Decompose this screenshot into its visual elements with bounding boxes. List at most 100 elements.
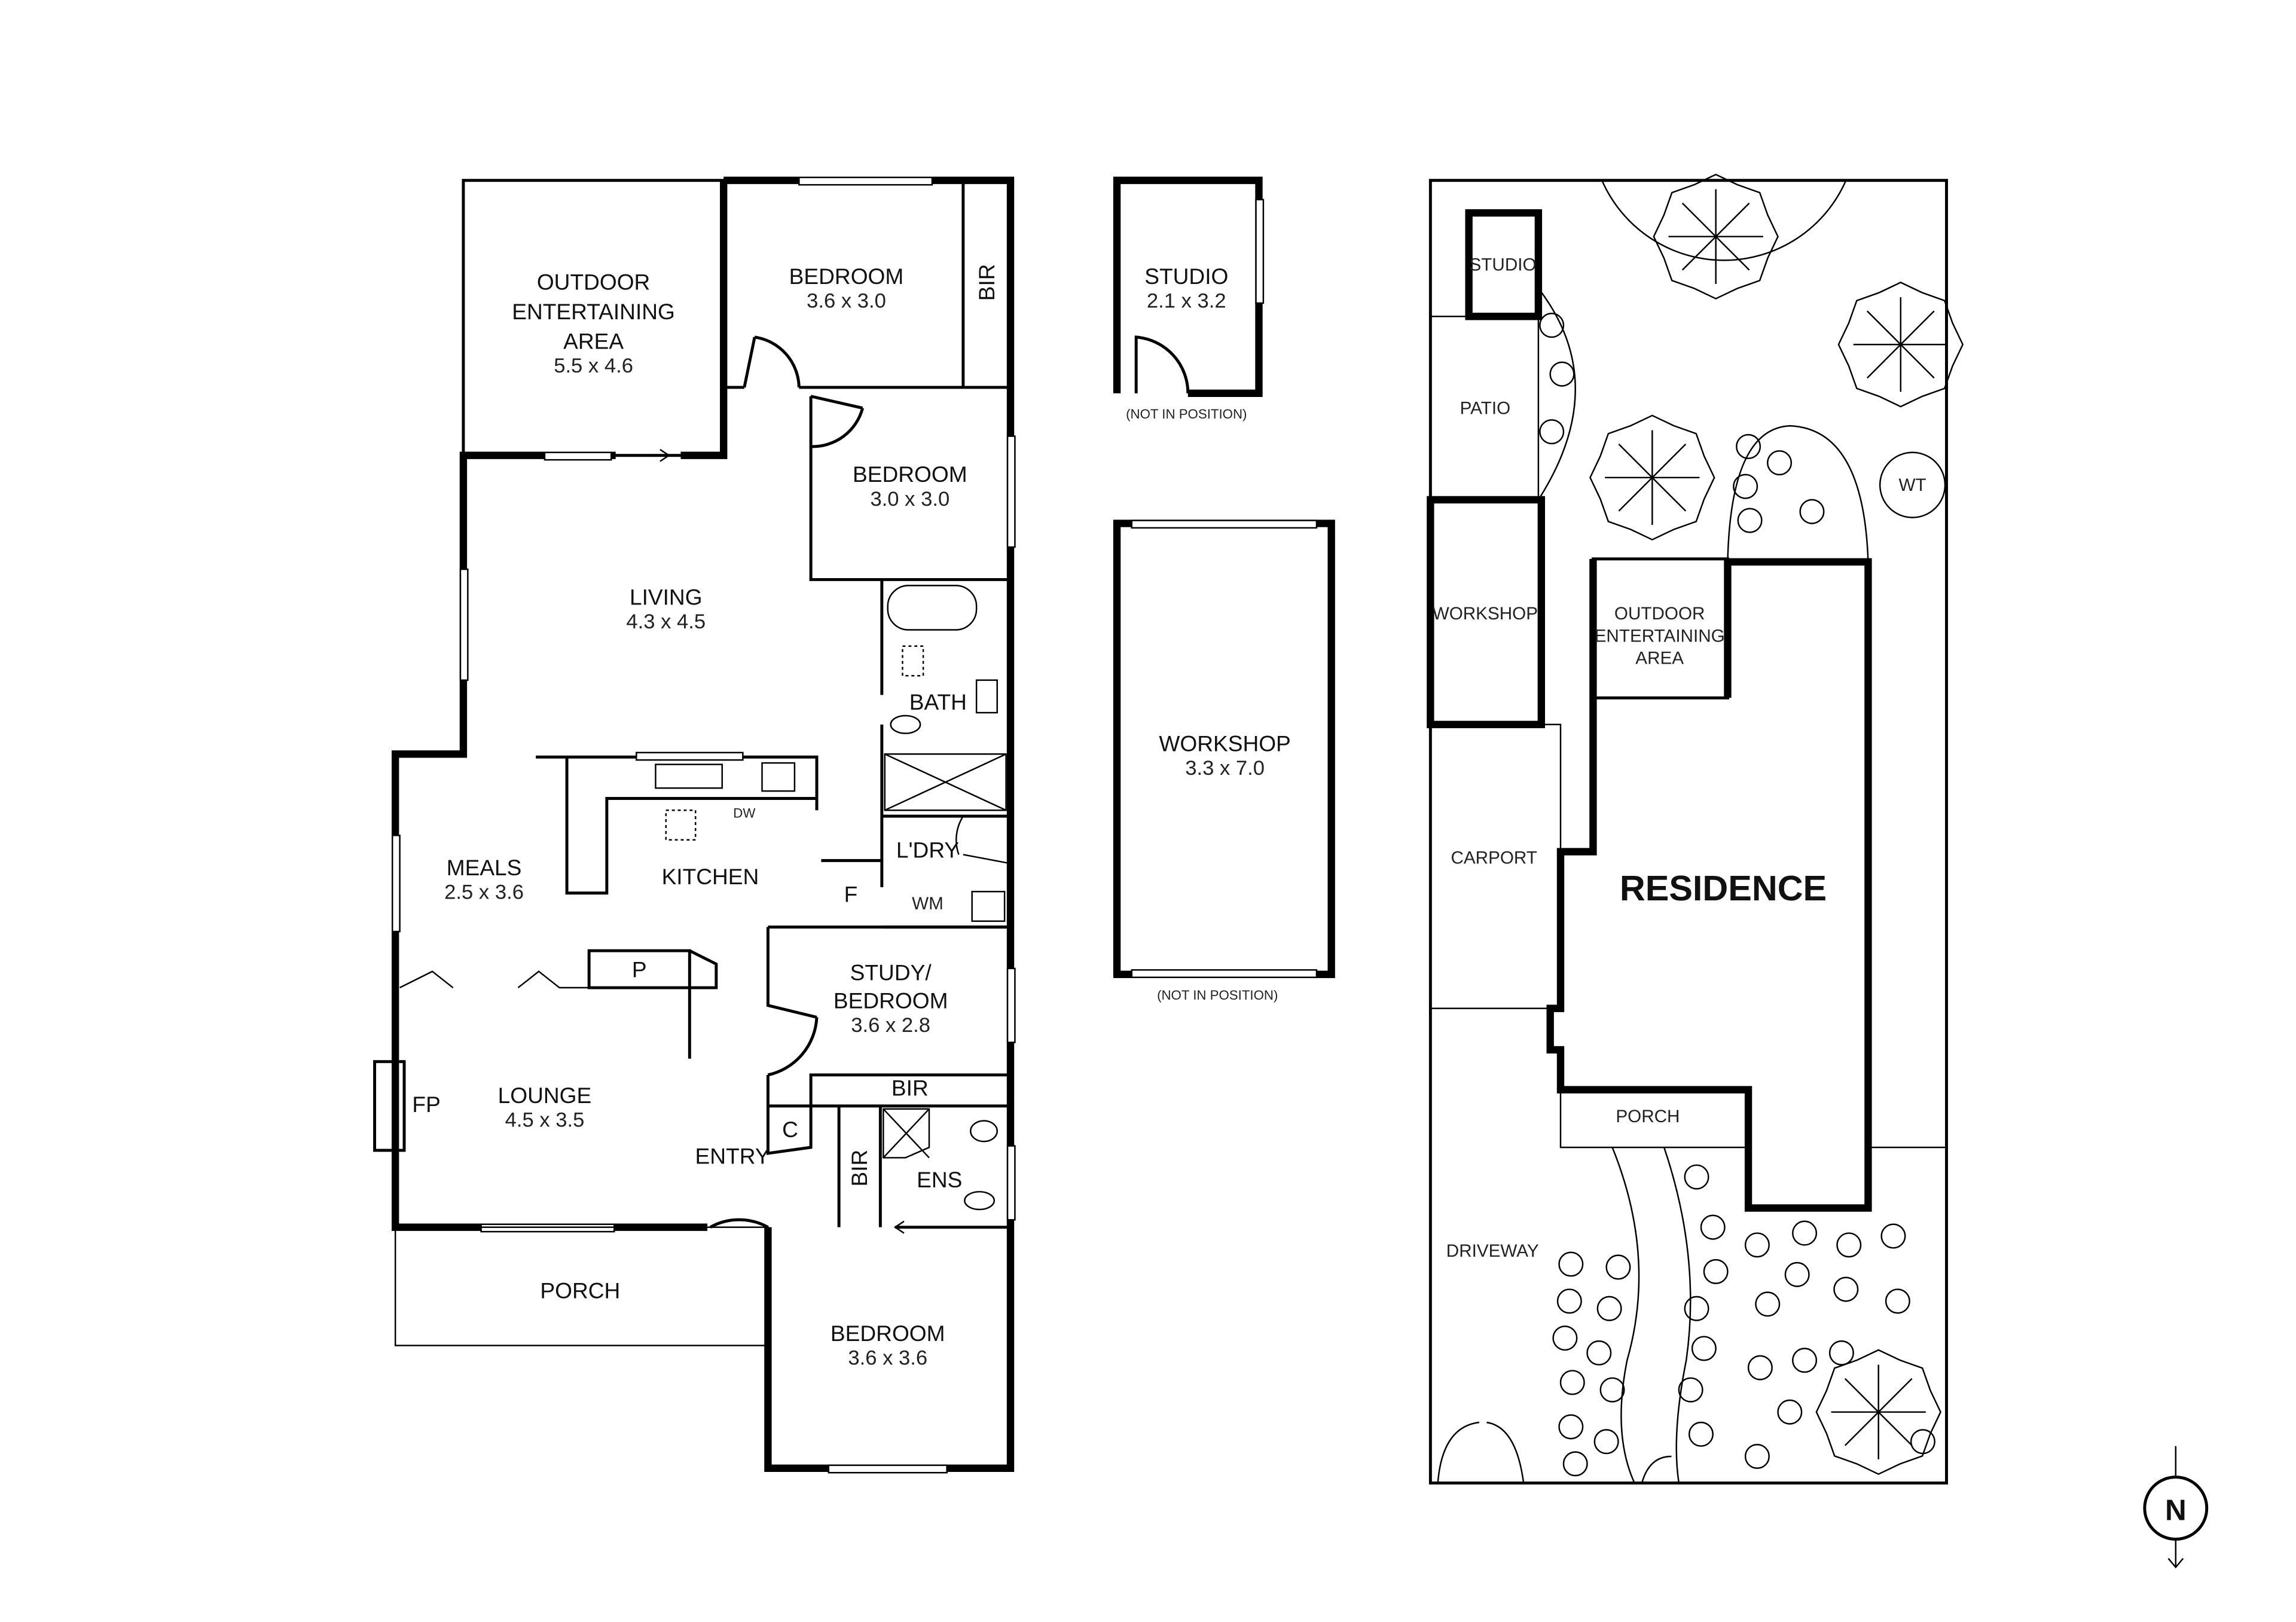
site-porch [1559, 1089, 1947, 1148]
shrub-icon [1593, 1429, 1619, 1455]
study-walls [709, 925, 1011, 1229]
ens-basin-icon [969, 1120, 998, 1143]
cooktop-icon [761, 762, 796, 792]
bedroom2-walls [809, 395, 1011, 581]
room-size: 4.3 x 4.5 [626, 610, 706, 633]
kitchen-counter [536, 755, 819, 895]
garden-path [1611, 1147, 1692, 1484]
shrub-icon [1744, 1232, 1770, 1258]
room-label: BIR [974, 264, 999, 301]
shrub-icon [1910, 1429, 1935, 1455]
shrub-icon [1688, 1421, 1714, 1447]
gate-swings [1437, 1421, 1672, 1483]
tree-icon [1815, 1349, 1941, 1476]
shrub-icon [1684, 1296, 1709, 1321]
shrub-icon [1552, 1325, 1578, 1351]
site-label: OUTDOOR [1614, 604, 1705, 624]
house-exterior-wall [392, 176, 1015, 1472]
shrub-icon [1766, 450, 1793, 476]
room-label: MEALS [447, 855, 522, 880]
room-label: ENTERTAINING [512, 299, 675, 324]
shrub-icon [1558, 1414, 1584, 1440]
shrub-icon [1559, 1370, 1585, 1395]
window [1006, 435, 1016, 548]
room-label: WM [912, 894, 944, 914]
room-label: STUDY/ [850, 960, 932, 985]
shrub-icon [1700, 1214, 1726, 1240]
room-size: 3.3 x 7.0 [1185, 757, 1265, 780]
roller-door [1131, 969, 1318, 978]
toilet-icon [890, 714, 921, 734]
shrub-icon [1880, 1223, 1906, 1249]
ens-shower-icon [883, 1108, 930, 1159]
room-label: P [632, 957, 647, 982]
studio-walls [1113, 176, 1263, 398]
trees [1589, 173, 1964, 1476]
room-label: STUDIO [1144, 264, 1228, 289]
sliding-door [544, 451, 612, 461]
studio-door [1134, 335, 1190, 393]
site-label: DRIVEWAY [1446, 1241, 1539, 1261]
shrub-icon [1792, 1348, 1818, 1373]
shrub-icon [1833, 1276, 1859, 1302]
door-swing [743, 335, 801, 388]
shrub-icon [1777, 1399, 1803, 1425]
room-size: 4.5 x 3.5 [505, 1109, 585, 1132]
room-size: 5.5 x 4.6 [554, 355, 633, 377]
tree-icon [1837, 281, 1964, 408]
room-size: 3.6 x 3.0 [807, 289, 886, 312]
pantry [587, 949, 718, 1059]
shrub-icon [1737, 508, 1763, 533]
site-label: AREA [1635, 648, 1684, 668]
shrubs [1539, 313, 1935, 1477]
shrub-icon [1885, 1288, 1910, 1314]
shrub-icon [1747, 1355, 1773, 1380]
shrub-icon [1828, 1340, 1854, 1366]
note-label: (NOT IN POSITION) [1157, 988, 1278, 1003]
room-label: BEDROOM [833, 988, 948, 1013]
note-label: (NOT IN POSITION) [1126, 407, 1247, 421]
room-label: BIR [847, 1150, 872, 1187]
room-label: BEDROOM [853, 462, 967, 487]
room-label: L'DRY [896, 837, 959, 862]
tree-canopy-arc [1601, 180, 1847, 261]
water-tank-icon [1879, 451, 1946, 518]
shrub-icon [1755, 1291, 1781, 1317]
garden-bed [1727, 425, 1869, 562]
shrub-icon [1599, 1377, 1625, 1403]
shrub-icon [1556, 1288, 1582, 1314]
window [636, 752, 744, 761]
shrub-icon [1549, 361, 1575, 387]
window [392, 835, 401, 933]
site-label: STUDIO [1470, 255, 1537, 275]
bathtub-icon [887, 585, 978, 631]
shrub-icon [1596, 1296, 1622, 1321]
ens-toilet-icon [964, 1191, 996, 1211]
room-label: FP [412, 1092, 440, 1117]
shrub-icon [1684, 1164, 1709, 1190]
trough-icon [971, 891, 1006, 922]
room-label: AREA [563, 329, 624, 354]
window [1255, 198, 1265, 304]
room-label: ENS [917, 1167, 962, 1192]
tree-icon [1653, 173, 1779, 300]
room-size: 2.1 x 3.2 [1147, 289, 1226, 312]
room-label: ENTRY [695, 1143, 770, 1168]
room-label: BATH [909, 689, 967, 714]
shrub-icon [1605, 1254, 1631, 1280]
shrub-icon [1586, 1340, 1612, 1366]
room-label: PORCH [540, 1278, 620, 1303]
site-label: WT [1899, 475, 1926, 495]
window [459, 568, 469, 681]
room-label: LIVING [630, 585, 703, 610]
room-label: BEDROOM [831, 1321, 945, 1346]
bedroom1-walls [723, 180, 1011, 389]
room-size: 3.6 x 2.8 [851, 1014, 930, 1037]
dishwasher-dashed [665, 810, 697, 841]
window [1131, 520, 1318, 529]
shrub-icon [1733, 474, 1758, 499]
shrub-icon [1792, 1220, 1818, 1246]
room-label: DW [733, 806, 755, 821]
shrub-icon [1691, 1336, 1717, 1361]
